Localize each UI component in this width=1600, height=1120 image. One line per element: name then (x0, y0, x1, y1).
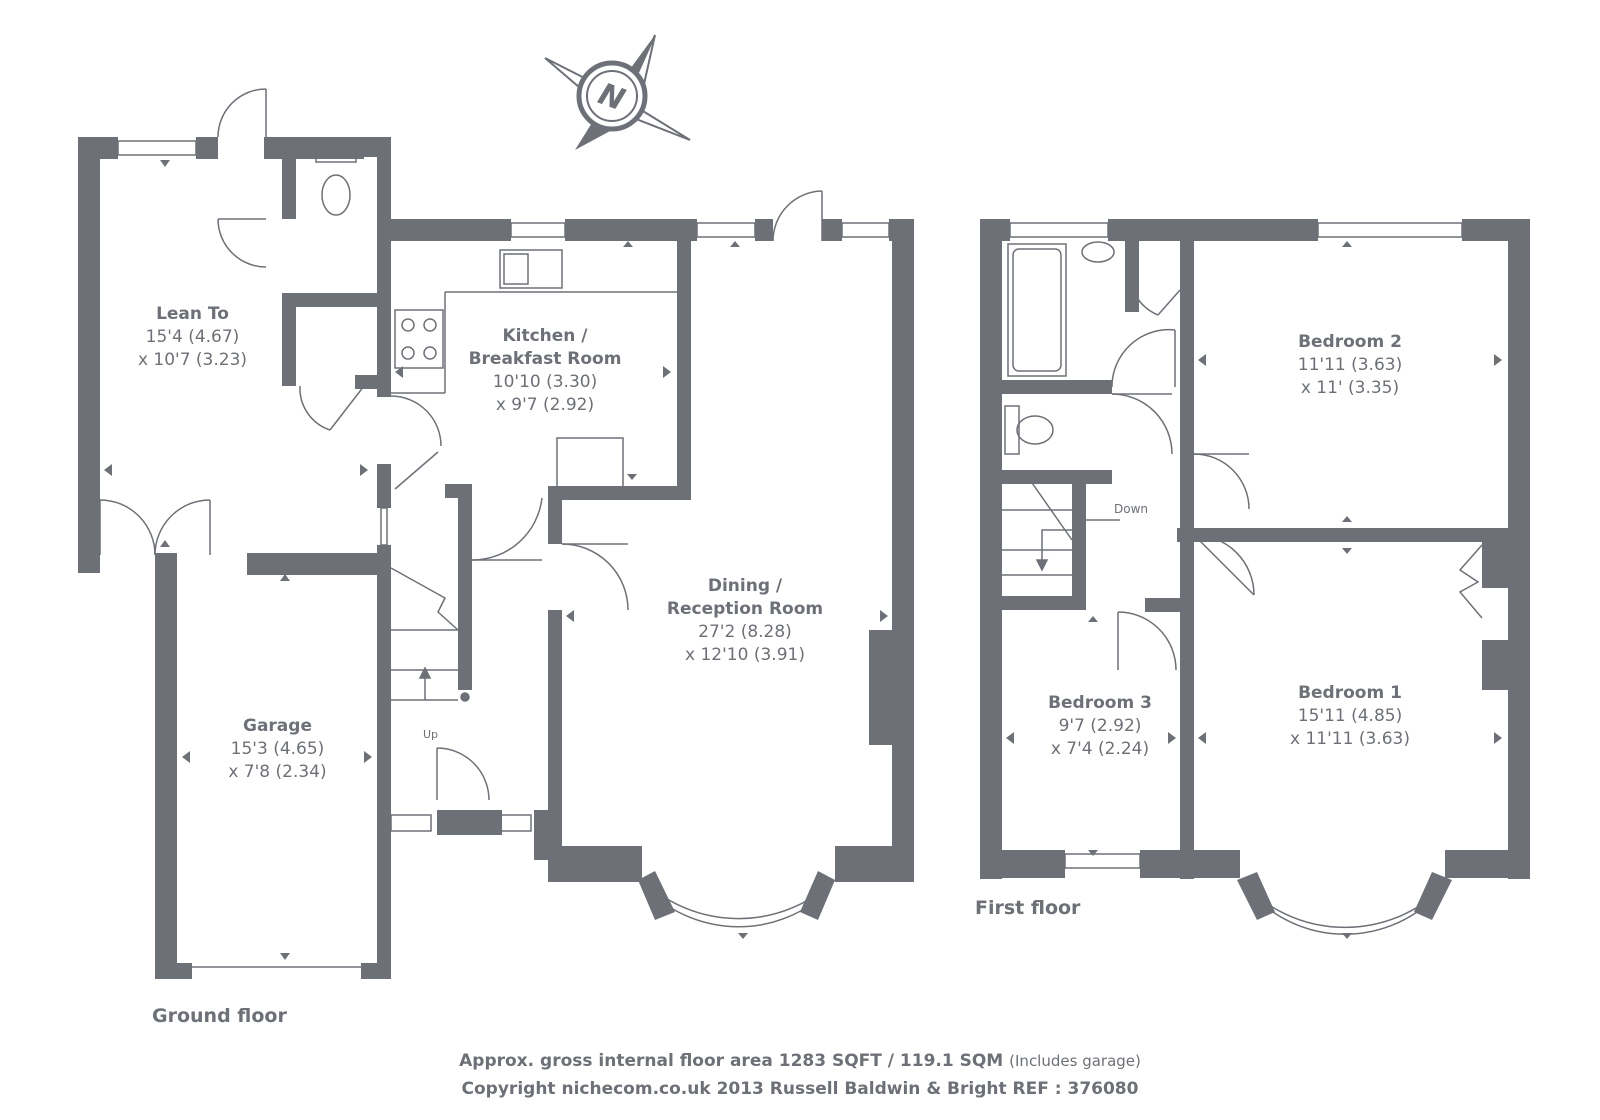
stairs-down-label: Down (1114, 502, 1149, 516)
ground-floor-walls (78, 137, 914, 979)
bedroom2-dim2: x 11' (3.35) (1300, 378, 1400, 398)
bedroom3-dim1: 9'7 (2.92) (1058, 716, 1142, 736)
floor-area-text: Approx. gross internal floor area 1283 S… (459, 1051, 1004, 1071)
dining-dim1: 27'2 (8.28) (698, 622, 792, 642)
bedroom1-dim1: 15'11 (4.85) (1297, 706, 1403, 726)
lean-to-label: Lean To 15'4 (4.67) x 10'7 (3.23) (120, 303, 265, 372)
first-floor-lines (983, 222, 1483, 935)
garage-dim1: 15'3 (4.65) (230, 739, 325, 759)
first-floor-title: First floor (975, 897, 1081, 919)
bedroom3-label: Bedroom 3 9'7 (2.92) x 7'4 (2.24) (1030, 692, 1170, 761)
first-floor-dimension-arrows (1006, 241, 1502, 939)
ground-floor-lines (99, 88, 890, 968)
kitchen-name-line1: Kitchen / (502, 326, 588, 346)
garage-dim2: x 7'8 (2.34) (228, 762, 327, 782)
bedroom1-label: Bedroom 1 15'11 (4.85) x 11'11 (3.63) (1270, 682, 1430, 751)
ground-floor-dimension-arrows (104, 160, 888, 960)
bedroom2-label: Bedroom 2 11'11 (3.63) x 11' (3.35) (1275, 331, 1425, 400)
kitchen-dim2: x 9'7 (2.92) (495, 395, 595, 415)
stairs-up-label: Up (423, 728, 439, 741)
bedroom1-dim2: x 11'11 (3.63) (1290, 729, 1410, 749)
ground-floor-title: Ground floor (152, 1005, 287, 1027)
bedroom3-dim2: x 7'4 (2.24) (1050, 739, 1150, 759)
dining-name-line1: Dining / (707, 576, 783, 596)
garage-name: Garage (243, 716, 312, 736)
compass-icon: N (544, 34, 691, 150)
bedroom2-name: Bedroom 2 (1298, 332, 1402, 352)
lean-to-name: Lean To (156, 304, 229, 324)
bedroom2-dim1: 11'11 (3.63) (1297, 355, 1403, 375)
kitchen-name-line2: Breakfast Room (468, 349, 622, 369)
dining-dim2: x 12'10 (3.91) (685, 645, 805, 665)
kitchen-label: Kitchen / Breakfast Room 10'10 (3.30) x … (465, 325, 625, 417)
first-floor-walls (980, 219, 1530, 920)
copyright-line: Copyright nichecom.co.uk 2013 Russell Ba… (461, 1079, 1139, 1099)
lean-to-dim2: x 10'7 (3.23) (137, 350, 248, 370)
bedroom1-name: Bedroom 1 (1298, 683, 1402, 703)
floor-area-line: Approx. gross internal floor area 1283 S… (0, 1051, 1600, 1071)
bedroom3-name: Bedroom 3 (1048, 693, 1152, 713)
kitchen-dim1: 10'10 (3.30) (492, 372, 598, 392)
lean-to-dim1: 15'4 (4.67) (145, 327, 240, 347)
garage-label: Garage 15'3 (4.65) x 7'8 (2.34) (210, 715, 345, 784)
dining-name-line2: Reception Room (666, 599, 824, 619)
dining-label: Dining / Reception Room 27'2 (8.28) x 12… (660, 575, 830, 667)
floor-area-note: (Includes garage) (1009, 1052, 1141, 1070)
